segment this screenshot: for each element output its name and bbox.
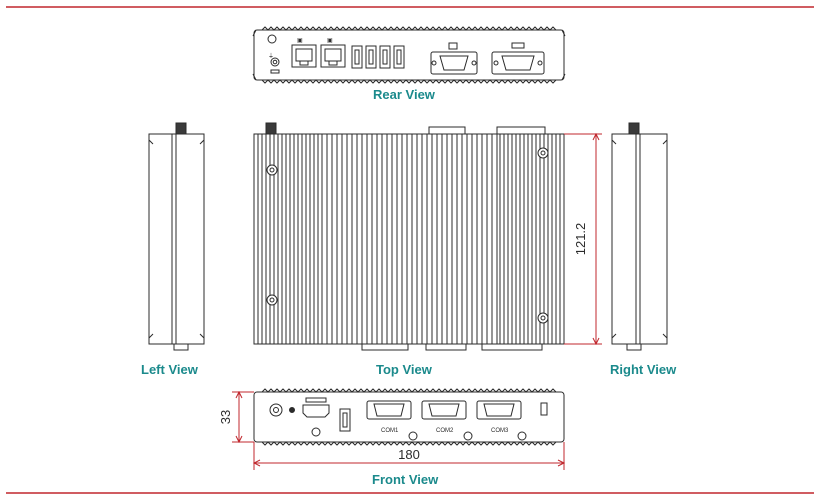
heatsink-fin-edge — [261, 441, 557, 446]
heatsink-fin-edge — [261, 79, 557, 84]
left-view-label: Left View — [141, 362, 198, 377]
dimension-height-line — [564, 132, 602, 346]
right-view — [611, 122, 668, 351]
top-view — [253, 122, 565, 351]
right-view-label: Right View — [610, 362, 677, 377]
dimension-front-height-line — [232, 390, 254, 444]
top-view-label: Top View — [376, 362, 432, 377]
svg-text:⏚: ⏚ — [268, 53, 274, 60]
dimension-width-line — [252, 442, 566, 470]
dimension-front-height-text: 33 — [218, 410, 233, 424]
front-view-label: Front View — [372, 472, 439, 487]
dimension-height-text: 121.2 — [573, 223, 588, 256]
com3-label: COM3 — [491, 428, 509, 434]
svg-text:▣: ▣ — [327, 38, 333, 44]
svg-text:▣: ▣ — [297, 38, 303, 44]
com2-label: COM2 — [436, 428, 454, 434]
dimension-width-text: 180 — [398, 447, 420, 462]
left-view — [148, 122, 205, 351]
rear-view: ⏚ ▣ ▣ — [252, 26, 566, 84]
heatsink-fin-edge — [261, 26, 557, 31]
rear-view-label: Rear View — [373, 87, 435, 102]
front-view — [253, 388, 565, 446]
com1-label: COM1 — [381, 428, 399, 434]
heatsink-fin-edge — [261, 388, 557, 393]
